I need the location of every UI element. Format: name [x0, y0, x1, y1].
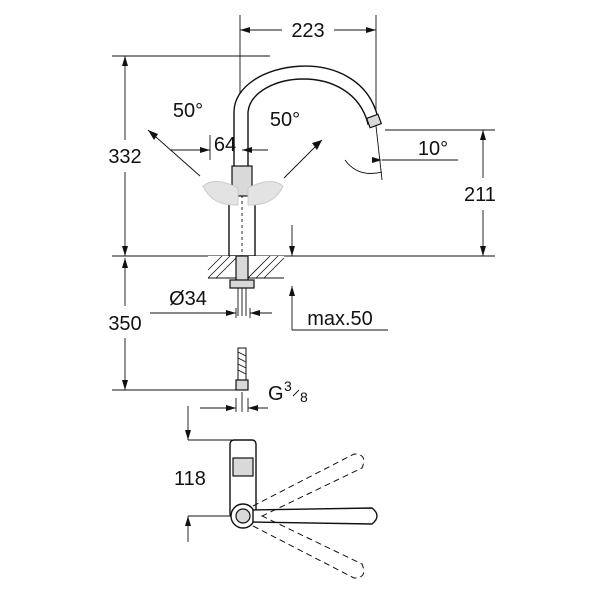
dimension-max-counter: max.50: [292, 308, 388, 331]
label-body-diameter: Ø34: [169, 288, 207, 310]
dimension-total-height: 332: [108, 55, 270, 256]
spout-tilt-annotation: 10°: [344, 125, 458, 181]
label-lever-swing-right: 50°: [270, 109, 300, 131]
label-connection-thread: G: [268, 383, 284, 405]
counter-mount: [207, 225, 295, 330]
label-spout-tilt: 10°: [418, 138, 448, 160]
dimension-body-diameter: Ø34: [150, 288, 272, 318]
dimension-below-counter: 350: [108, 258, 236, 391]
spout: [233, 65, 383, 169]
supply-hose: [235, 347, 249, 412]
dimension-spout-height: 211: [385, 129, 496, 256]
label-lever-swing-left: 50°: [173, 100, 203, 122]
faucet-body: [202, 165, 284, 257]
dimension-connection-thread: G 3 8: [200, 378, 308, 412]
dimension-lever-offset: 64: [170, 134, 268, 160]
label-lever-offset: 64: [214, 134, 236, 156]
dimension-spout-reach: 223: [239, 15, 377, 110]
label-top-view-depth: 118: [174, 468, 206, 490]
lever-swing-annotation: 50° 50°: [147, 100, 323, 179]
label-connection-thread-sup: 3: [284, 378, 292, 394]
label-spout-reach: 223: [291, 20, 324, 42]
label-spout-height: 211: [464, 184, 496, 206]
label-connection-thread-sub: 8: [300, 389, 308, 405]
label-below-counter: 350: [108, 313, 141, 335]
top-view: 118: [174, 406, 378, 579]
label-max-counter: max.50: [307, 308, 373, 330]
label-total-height: 332: [108, 146, 141, 168]
